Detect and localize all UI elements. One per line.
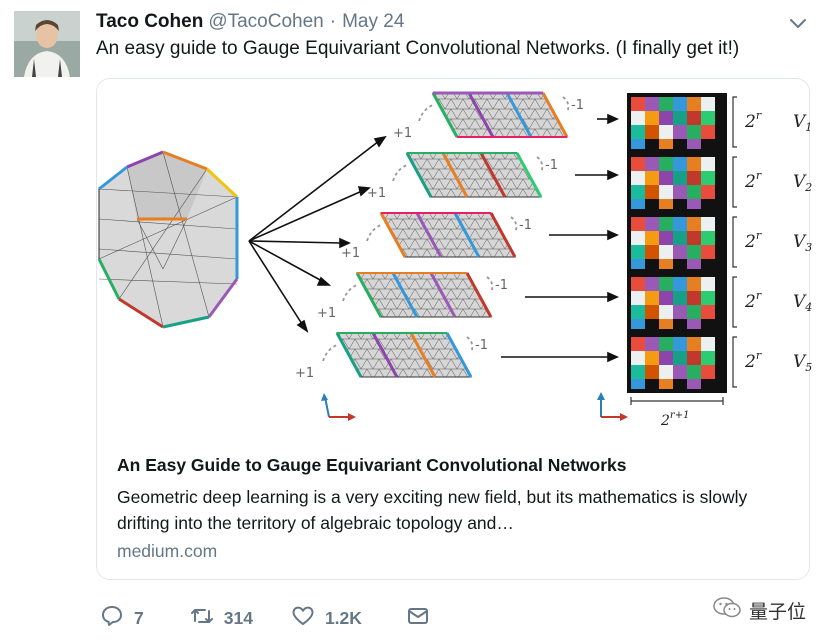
avatar[interactable] [14, 11, 80, 77]
minus-one-label: -1 [519, 218, 532, 233]
direct-message-button[interactable] [406, 604, 430, 633]
reply-count: 7 [134, 607, 144, 628]
header-separator: · [329, 11, 337, 32]
card-body: An Easy Guide to Gauge Equivariant Convo… [97, 433, 811, 581]
plus-one-label: +1 [295, 366, 314, 381]
tweet-text: An easy guide to Gauge Equivariant Convo… [96, 38, 740, 59]
v1-label: V1 [793, 112, 812, 134]
link-card[interactable]: +1 -1 +1 -1 +1 -1 +1 -1 +1 -1 [96, 78, 812, 581]
wechat-icon [713, 596, 743, 625]
chevron-down-icon[interactable] [788, 13, 808, 33]
bottom-size-label: 2r+1 [660, 410, 689, 429]
like-button[interactable]: 1.2K [291, 604, 362, 633]
minus-one-label: -1 [475, 338, 488, 353]
size-label: 2r [744, 289, 762, 312]
author-name[interactable]: Taco Cohen [96, 11, 204, 32]
like-count: 1.2K [324, 607, 362, 628]
plus-one-label: +1 [367, 186, 386, 201]
author-handle[interactable]: @TacoCohen [208, 11, 324, 32]
plus-one-label: +1 [317, 306, 336, 321]
reply-icon [100, 604, 124, 633]
size-label: 2r [744, 109, 762, 132]
size-label: 2r [744, 229, 762, 252]
watermark-text: 量子位 [748, 601, 806, 623]
card-image: +1 -1 +1 -1 +1 -1 +1 -1 +1 -1 [97, 79, 812, 433]
reply-button[interactable]: 7 [100, 604, 144, 633]
card-domain: medium.com [117, 541, 218, 561]
avatar-image [14, 11, 80, 77]
card-description: Geometric deep learning is a very exciti… [117, 487, 748, 533]
plus-one-label: +1 [393, 126, 412, 141]
card-title[interactable]: An Easy Guide to Gauge Equivariant Convo… [117, 455, 627, 475]
v3-label: V3 [793, 232, 812, 254]
v5-label: V5 [793, 352, 812, 374]
retweet-button[interactable]: 314 [190, 604, 253, 633]
minus-one-label: -1 [545, 158, 558, 173]
tweet-actions: 7 314 1.2K [100, 604, 466, 632]
minus-one-label: -1 [571, 98, 584, 113]
like-icon [291, 604, 315, 633]
plus-one-label: +1 [341, 246, 360, 261]
watermark: 量子位 [713, 596, 806, 625]
share-icon [406, 604, 430, 633]
fan-arrows [248, 135, 387, 333]
minus-one-label: -1 [495, 278, 508, 293]
v4-label: V4 [793, 292, 812, 314]
kernel-matrix [627, 93, 727, 393]
size-label: 2r [744, 169, 762, 192]
frame-axes [321, 392, 628, 421]
retweet-icon [190, 604, 214, 633]
net-strips [335, 91, 569, 378]
tweet-header: Taco Cohen @TacoCohen · May 24 [96, 10, 808, 34]
v2-label: V2 [793, 172, 812, 194]
retweet-count: 314 [223, 607, 253, 628]
size-label: 2r [744, 349, 762, 372]
icosahedron-figure [97, 150, 239, 329]
tweet-date[interactable]: May 24 [342, 11, 405, 32]
